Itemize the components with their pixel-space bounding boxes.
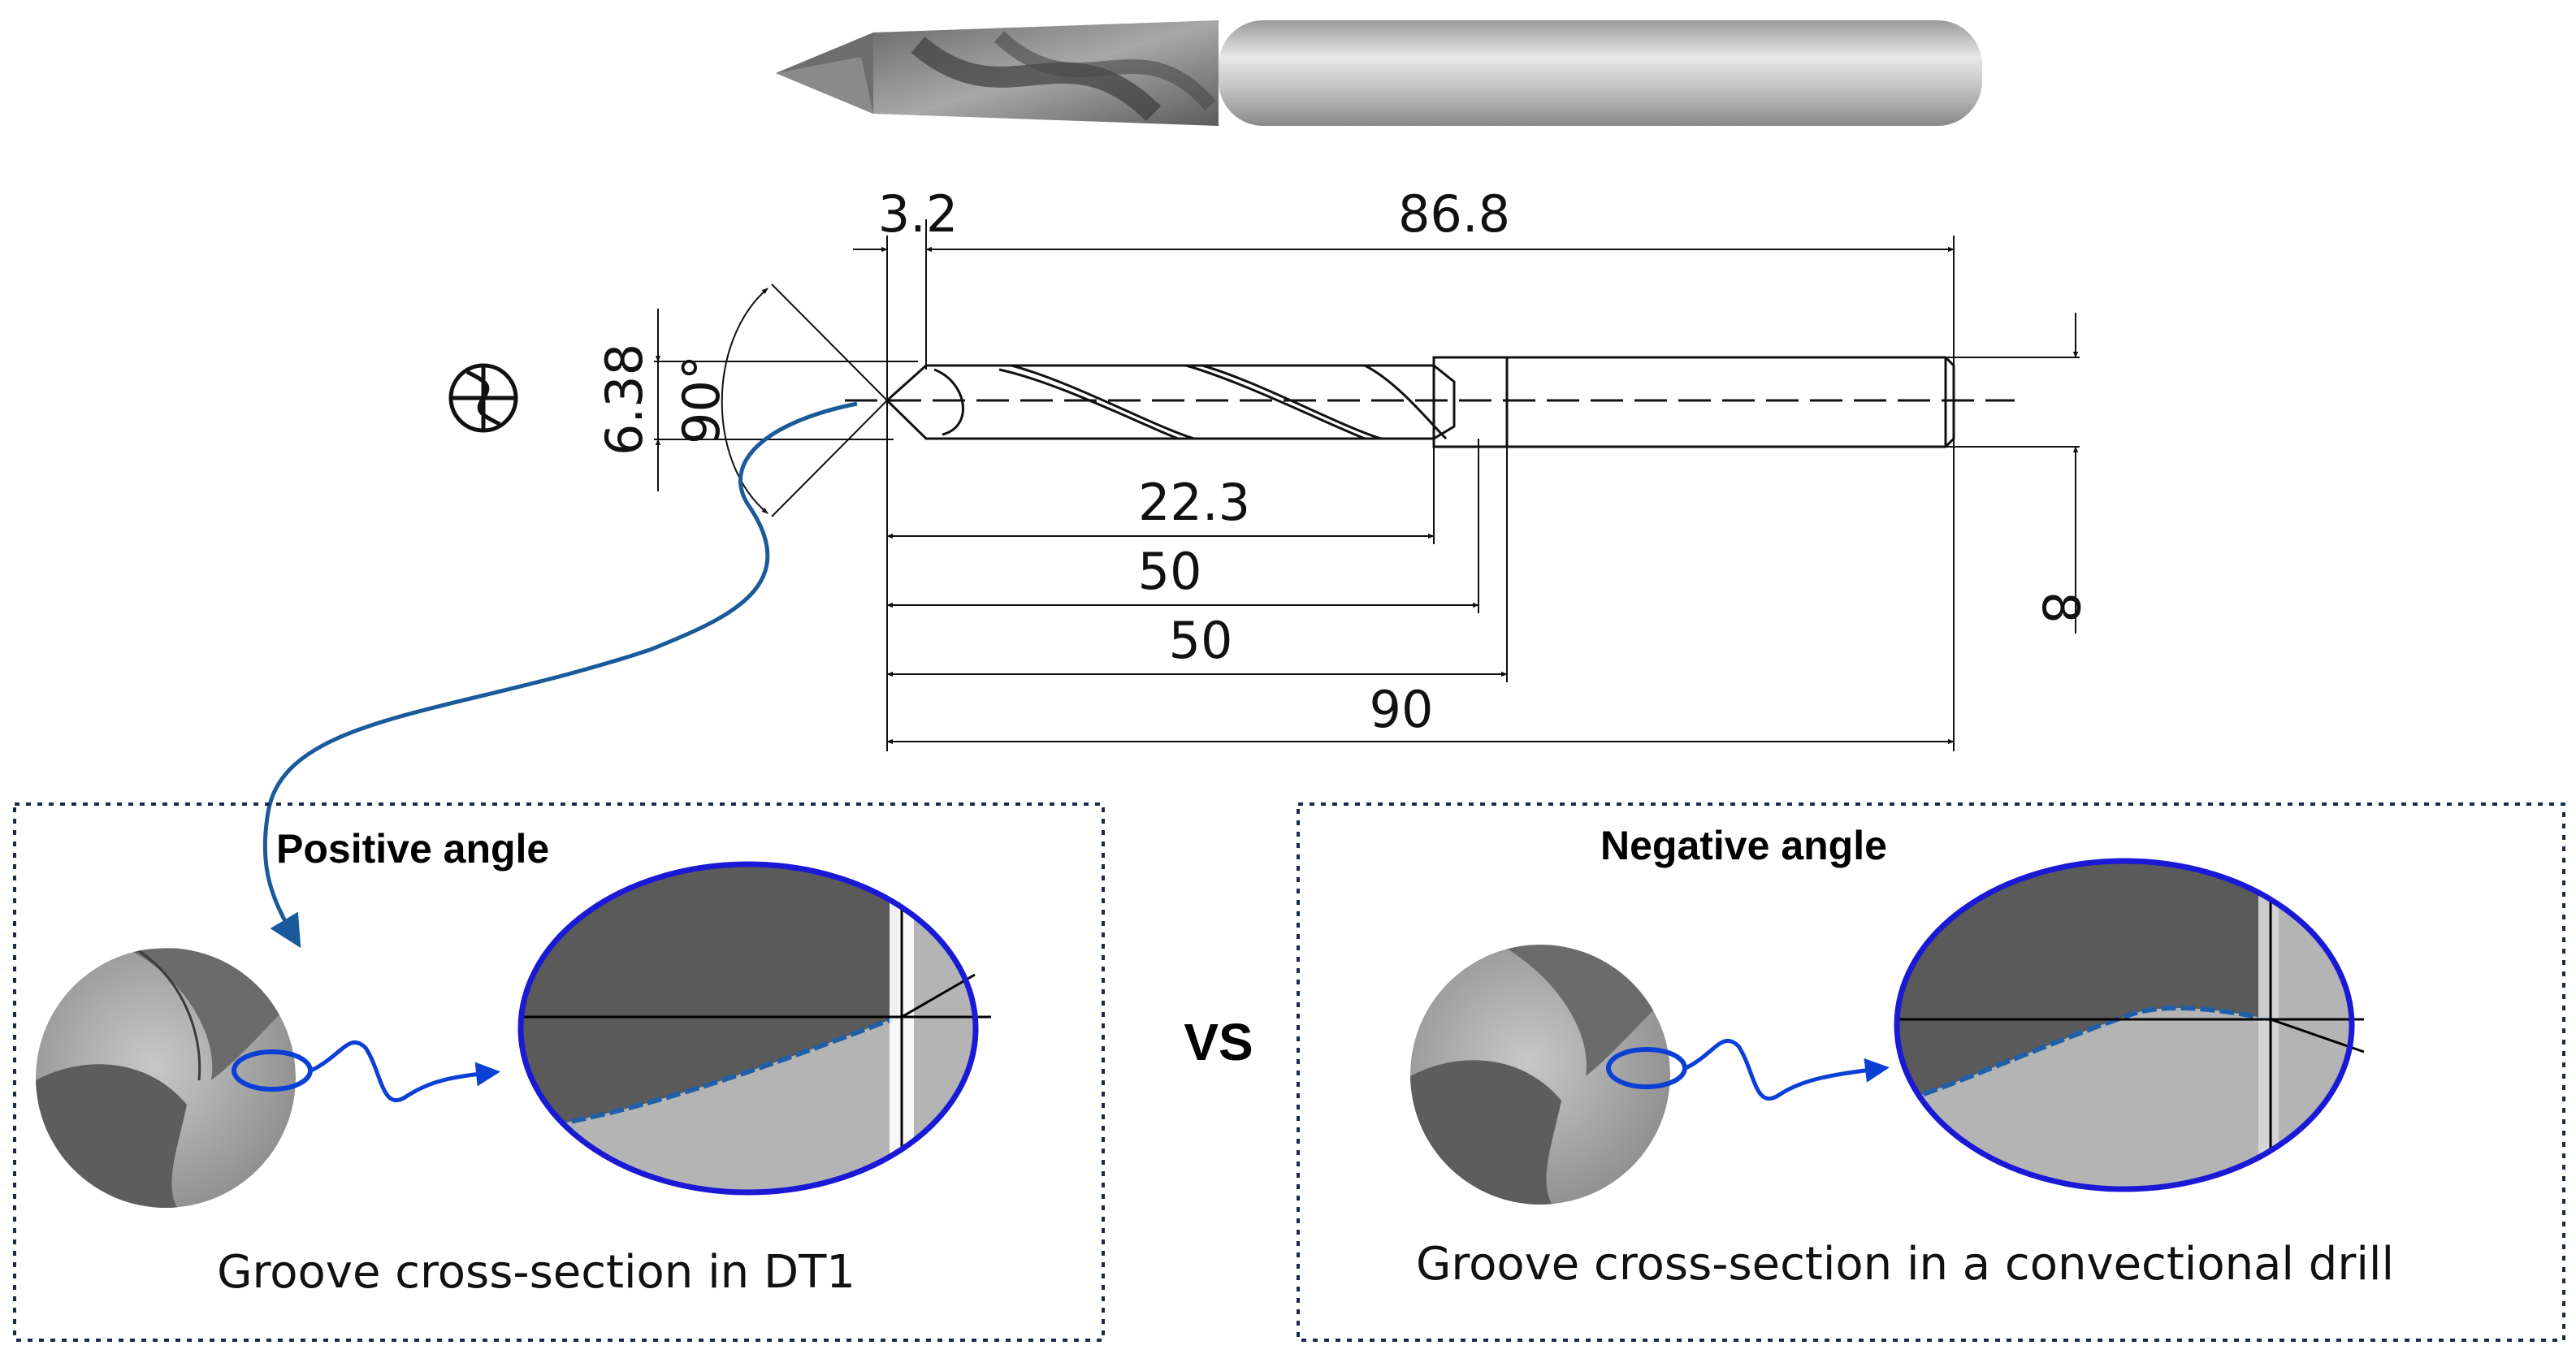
technical-drawing — [448, 219, 2080, 751]
groove-zoom-right — [1897, 861, 2352, 1189]
negative-angle-title: Negative angle — [1600, 823, 1887, 868]
negative-angle-caption: Groove cross-section in a convectional d… — [1416, 1238, 2394, 1291]
dim-flute-length: 22.3 — [1138, 473, 1250, 532]
zoom-arrow-left — [310, 1040, 500, 1103]
dim-shank-length: 86.8 — [1398, 184, 1510, 244]
drill-cross-section-disc-left — [36, 948, 296, 1208]
positive-angle-panel: Positive angle Groove cross-section in D… — [13, 802, 1105, 1342]
positive-angle-title: Positive angle — [276, 826, 549, 872]
drill-photo — [776, 20, 1982, 126]
dim-point-angle: 90° — [672, 355, 731, 444]
vs-label: VS — [1184, 1013, 1253, 1071]
groove-highlight-left — [232, 1049, 313, 1092]
groove-highlight-right — [1606, 1047, 1687, 1089]
drill-cross-section-disc-right — [1410, 945, 1670, 1205]
dim-diameter-tip: 6.38 — [595, 344, 654, 456]
dim-length-b: 50 — [1169, 611, 1233, 670]
dim-tip-length: 3.2 — [878, 184, 959, 244]
drill-end-view-symbol — [448, 363, 518, 433]
positive-angle-caption: Groove cross-section in DT1 — [217, 1246, 855, 1299]
dim-length-a: 50 — [1138, 542, 1202, 601]
negative-angle-panel: Negative angle Groove cross-section in a… — [1297, 802, 2565, 1342]
groove-zoom-left — [521, 864, 976, 1192]
tip-callout-arrow — [262, 401, 858, 949]
dim-overall-length: 90 — [1370, 680, 1434, 739]
zoom-arrow-right — [1684, 1039, 1890, 1101]
dim-shank-diameter: 8 — [2031, 591, 2090, 623]
drill-shank — [1505, 356, 1955, 448]
